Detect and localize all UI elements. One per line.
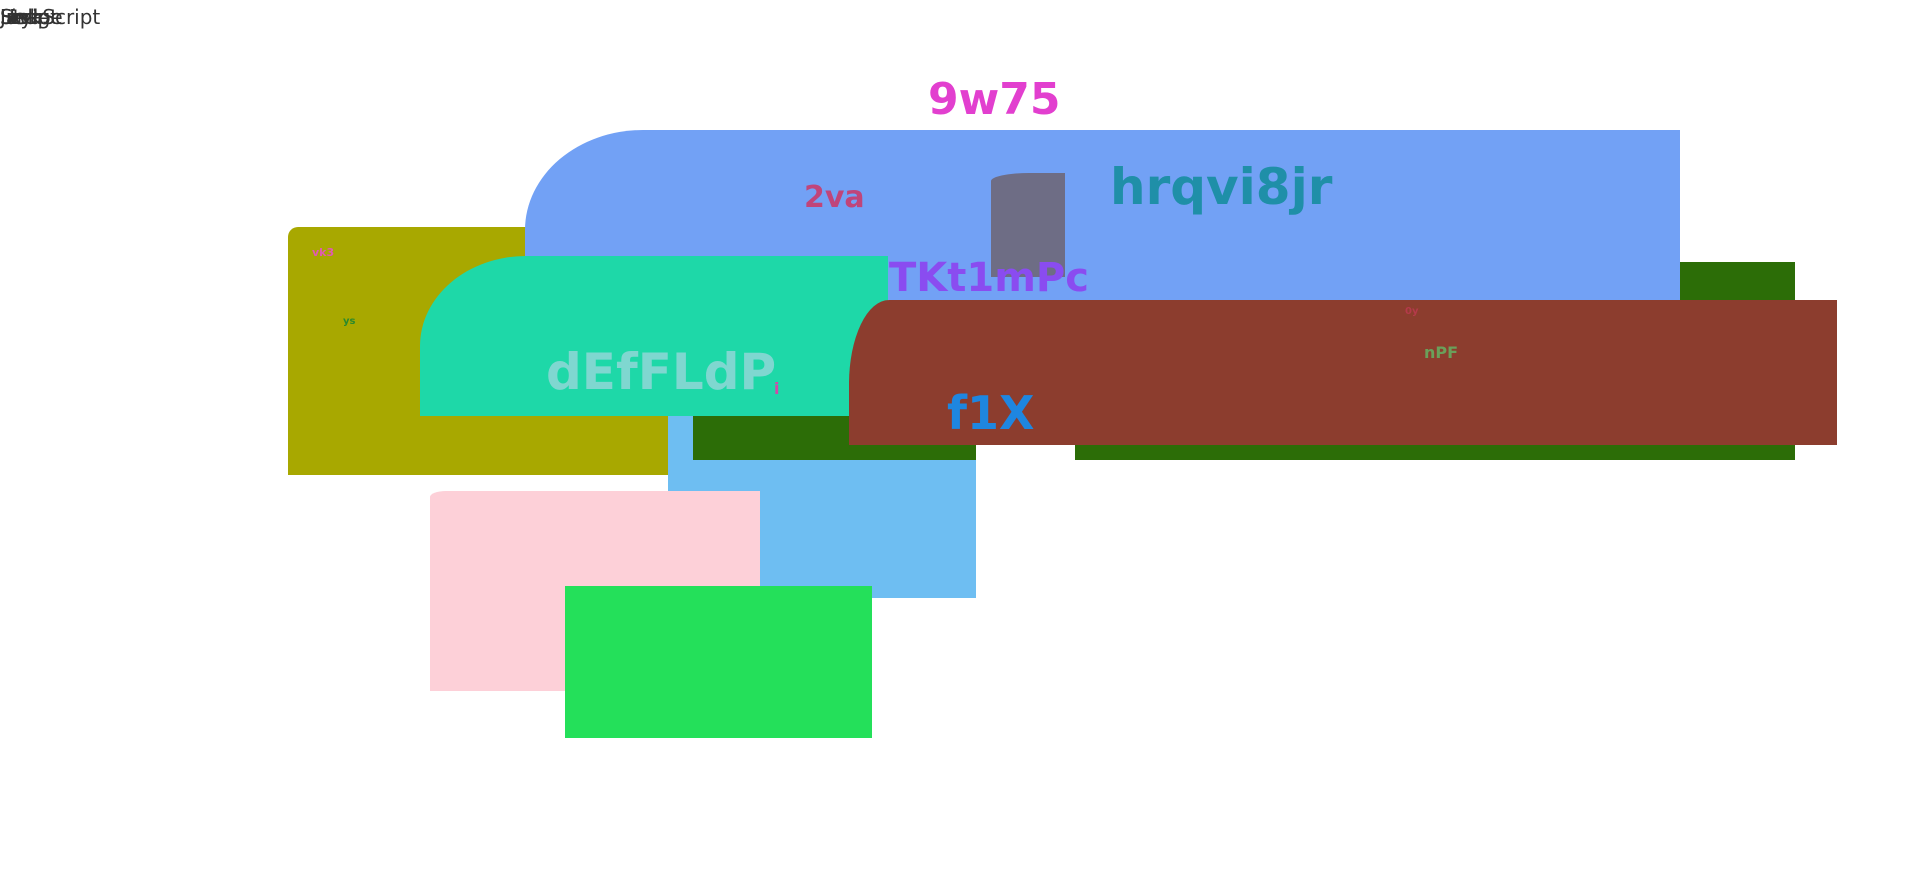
olive-tiny-label: vk3 bbox=[312, 246, 335, 259]
brown-small-label: nPF bbox=[1424, 343, 1459, 362]
stray-text: Link bbox=[0, 5, 41, 29]
blue-heading: hrqvi8jr bbox=[1110, 158, 1333, 216]
stray-text: Hello bbox=[0, 5, 51, 29]
green-block bbox=[565, 586, 872, 738]
brown-tiny-label: 0y bbox=[1405, 306, 1419, 317]
olive-tiny-label: ys bbox=[343, 316, 356, 327]
stray-text: Script bbox=[0, 5, 59, 29]
blue-small-label: 2va bbox=[804, 180, 865, 215]
teal-panel bbox=[420, 256, 888, 416]
gray-block bbox=[991, 173, 1065, 277]
stray-text: Style bbox=[0, 5, 51, 29]
teal-label: dEfFLdP bbox=[546, 343, 777, 401]
stray-text: JavaScript bbox=[0, 5, 101, 29]
brown-panel bbox=[849, 300, 1837, 445]
page-title: 9w75 bbox=[928, 74, 1061, 125]
stray-text: Image bbox=[0, 5, 63, 29]
teal-small-label: i bbox=[774, 379, 780, 398]
brown-big-label: f1X bbox=[947, 386, 1035, 440]
purple-label: TKt1mPc bbox=[889, 255, 1089, 301]
